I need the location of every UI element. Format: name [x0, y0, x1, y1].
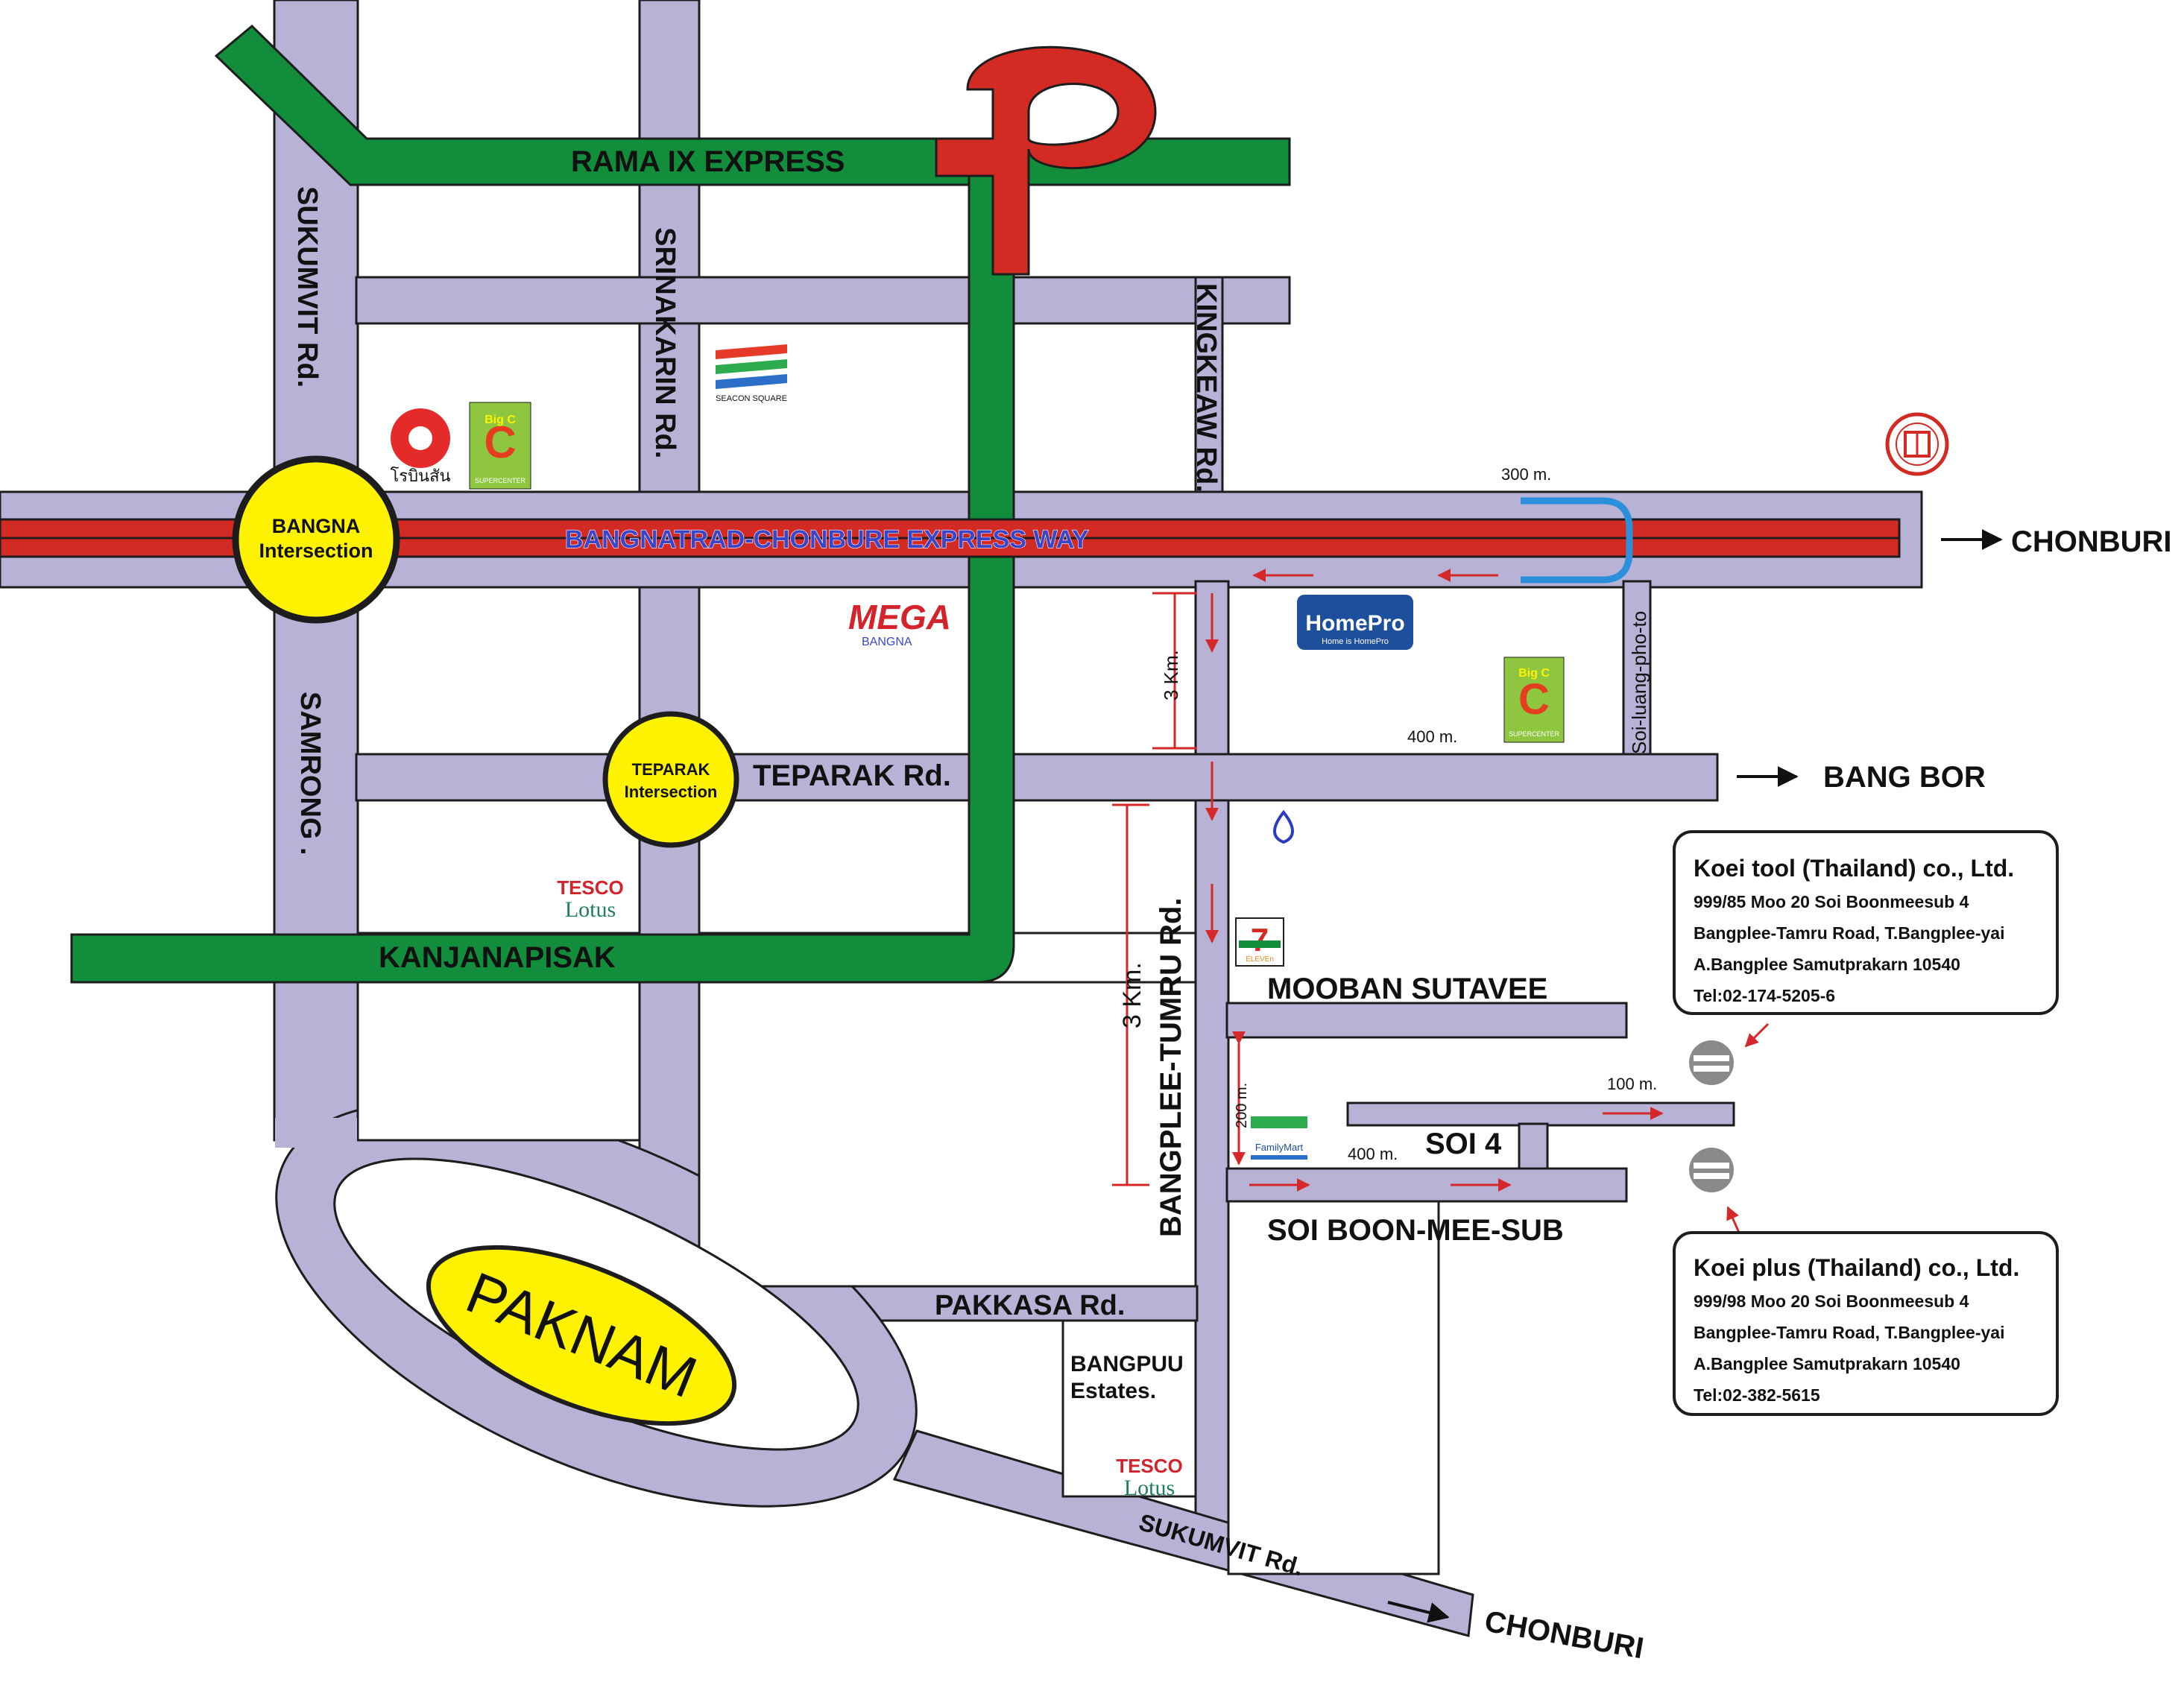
dist-3km-b: 3 Km. [1118, 962, 1146, 1028]
label-srinakarin: SRINAKARIN Rd. [649, 227, 681, 458]
dist-200: 200 m. [1234, 1083, 1250, 1128]
gas-station-icon [1273, 809, 1294, 844]
svg-text:Lotus: Lotus [565, 897, 616, 922]
label-soi-luang: Soi-luang-pho-to [1628, 611, 1650, 754]
label-teparak: TEPARAK Rd. [753, 759, 951, 792]
svg-text:Home is HomePro: Home is HomePro [1322, 637, 1389, 646]
svg-text:Lotus: Lotus [1124, 1476, 1175, 1500]
label-bangplee-tumru: BANGPLEE-TUMRU Rd. [1155, 897, 1187, 1237]
tesco-lotus-logo-top: TESCO Lotus [557, 876, 624, 922]
dist-400a: 400 m. [1407, 727, 1457, 746]
bangpuu-line1: BANGPUU [1070, 1352, 1184, 1376]
bangpuu-line2: Estates. [1070, 1379, 1156, 1403]
koei-marker-icon[interactable] [1689, 1148, 1734, 1192]
label-chonburi-south: CHONBURI [1482, 1605, 1646, 1666]
company1-line1: 999/85 Moo 20 Soi Boonmeesub 4 [1694, 892, 1969, 911]
seven-eleven-logo: 7 ELEVEn [1235, 917, 1284, 967]
svg-text:Big C: Big C [485, 414, 516, 426]
company2-name: Koei plus (Thailand) co., Ltd. [1694, 1254, 2019, 1281]
company1-name: Koei tool (Thailand) co., Ltd. [1694, 855, 2014, 882]
company2-line3: A.Bangplee Samutprakarn 10540 [1694, 1354, 1960, 1373]
svg-text:HomePro: HomePro [1305, 611, 1404, 636]
dist-100: 100 m. [1607, 1075, 1657, 1093]
paknam-ellipse[interactable] [405, 1211, 757, 1460]
label-soi4: SOI 4 [1425, 1128, 1502, 1160]
company1-line3: A.Bangplee Samutprakarn 10540 [1694, 955, 1960, 974]
svg-text:C: C [484, 417, 516, 467]
svg-text:SUPERCENTER: SUPERCENTER [475, 477, 526, 484]
svg-text:BANGNA: BANGNA [862, 636, 912, 648]
svg-text:โรบินสัน: โรบินสัน [390, 467, 450, 485]
seacon-logo: SEACON SQUARE [716, 344, 787, 403]
ring-cover [275, 1118, 357, 1148]
label-soi-boon: SOI BOON-MEE-SUB [1267, 1214, 1564, 1247]
label-sukumvit-top: SUKUMVIT Rd. [291, 186, 323, 388]
homepro-logo: HomePro Home is HomePro [1297, 595, 1413, 650]
label-chonburi-east: CHONBURI [2011, 525, 2172, 558]
company2-line1: 999/98 Moo 20 Soi Boonmeesub 4 [1694, 1291, 1969, 1311]
teparak-line1: TEPARAK [632, 760, 710, 779]
koei-marker-icon[interactable] [1689, 1040, 1734, 1085]
bangna-line2: Intersection [259, 540, 373, 562]
teparak-line2: Intersection [625, 782, 718, 801]
bangna-line1: BANGNA [272, 515, 361, 537]
express-loop [935, 45, 1157, 276]
label-kanjanapisak: KANJANAPISAK [379, 941, 616, 974]
svg-text:SUPERCENTER: SUPERCENTER [1509, 730, 1560, 738]
svg-text:ELEVEn: ELEVEn [1246, 955, 1274, 964]
road-soi4-upper [1346, 1101, 1735, 1127]
teparak-intersection-circle[interactable] [602, 711, 739, 848]
road-kanjanapisak [70, 137, 1015, 984]
svg-text:TESCO: TESCO [1116, 1455, 1183, 1477]
bigc-logo-top: C Big C SUPERCENTER [469, 402, 531, 490]
svg-text:C: C [1518, 675, 1550, 724]
svg-text:SEACON SQUARE: SEACON SQUARE [716, 394, 787, 403]
company1-line2: Bangplee-Tamru Road, T.Bangplee-yai [1694, 923, 2004, 943]
svg-text:FamilyMart: FamilyMart [1255, 1142, 1304, 1153]
label-mooban: MOOBAN SUTAVEE [1267, 973, 1547, 1005]
bigc-logo-bottom: C Big C SUPERCENTER [1503, 657, 1565, 743]
company2-tel: Tel:02-382-5615 [1694, 1385, 1820, 1405]
company2-box[interactable]: Koei plus (Thailand) co., Ltd. 999/98 Mo… [1673, 1231, 2059, 1416]
company2-line2: Bangplee-Tamru Road, T.Bangplee-yai [1694, 1323, 2004, 1342]
label-pakkasa: PAKKASA Rd. [935, 1290, 1125, 1321]
familymart-logo: FamilyMart [1251, 1116, 1307, 1160]
road-soi4-stub [1518, 1122, 1549, 1170]
svg-text:7: 7 [1251, 922, 1269, 958]
dist-300: 300 m. [1501, 465, 1551, 484]
bangna-intersection-circle[interactable] [232, 455, 400, 624]
label-rama9: RAMA IX EXPRESS [571, 145, 845, 178]
blue-uturn-icon [1521, 497, 1633, 584]
company1-tel: Tel:02-174-5205-6 [1694, 986, 1835, 1005]
road-top-cross [355, 276, 1291, 325]
road-srinakarin [638, 0, 701, 1209]
mega-logo: MEGA BANGNA [848, 598, 951, 648]
label-bang-bor: BANG BOR [1823, 761, 1986, 794]
robinson-logo: โรบินสัน [390, 408, 451, 485]
tesco-lotus-logo-bottom: TESCO Lotus [1116, 1455, 1183, 1500]
label-bangna-express: BANGNATRAD-CHONBURE EXPRESS WAY [565, 525, 1089, 554]
road-teparak [355, 753, 1719, 802]
road-mooban-sutavee [1225, 1002, 1628, 1039]
arrow-chonburi-south [1387, 1601, 1450, 1623]
company-seal-icon [1885, 412, 1949, 476]
label-samrong: SAMRONG . [294, 692, 326, 856]
svg-text:MEGA: MEGA [848, 598, 951, 636]
traffic-arrows [1205, 569, 1770, 1235]
company1-box[interactable]: Koei tool (Thailand) co., Ltd. 999/85 Mo… [1673, 830, 2059, 1015]
road-bangplee-tumru [1194, 580, 1230, 1544]
dist-3km-a: 3 Km. [1160, 650, 1182, 701]
road-soi-luang [1622, 580, 1652, 762]
label-kingkeaw: KINGKEAW Rd. [1190, 283, 1222, 493]
svg-text:Big C: Big C [1518, 667, 1550, 680]
svg-text:TESCO: TESCO [557, 876, 624, 899]
dist-400b: 400 m. [1348, 1145, 1398, 1163]
road-pakkasa [818, 1285, 1199, 1322]
